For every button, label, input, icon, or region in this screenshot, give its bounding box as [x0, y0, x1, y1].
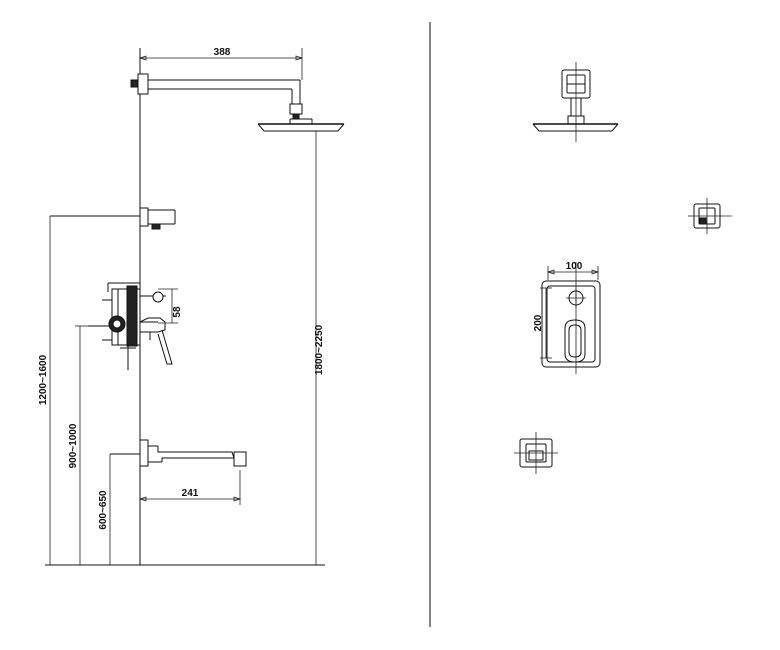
front-view: 100 200: [514, 62, 732, 474]
front-bath-spout: [514, 432, 558, 474]
dimension-arm-length: 388: [138, 47, 304, 80]
front-shower-head: [532, 62, 619, 142]
spout-height-label: 600~650: [98, 490, 109, 530]
front-hand-shower-holder: [688, 198, 732, 234]
dimension-mixer-height: 1200~1600: [38, 216, 51, 565]
front-mixer-plate: [541, 262, 601, 374]
dimension-plate-height: 200: [533, 287, 552, 359]
dimension-hand-shower-height: 900~1000: [68, 325, 88, 565]
dimension-spout-height: 600~650: [98, 454, 111, 565]
bath-spout: [110, 439, 247, 467]
hand-shower-holder: [50, 207, 176, 230]
shower-head: [257, 118, 345, 132]
dimension-plate-width: 100: [546, 261, 600, 280]
side-view: 388 1800~2250 1200~1600: [38, 47, 345, 566]
plate-width-label: 100: [566, 261, 583, 272]
dimension-shower-height: 1800~2250: [314, 131, 325, 565]
mixer-body: [88, 282, 141, 370]
control-offset-label: 58: [172, 306, 183, 318]
mixer-height-label: 1200~1600: [38, 354, 49, 405]
spout-length-label: 241: [182, 488, 199, 499]
plate-height-label: 200: [533, 314, 544, 331]
mixer-handle: 58: [139, 288, 183, 365]
arm-length-label: 388: [214, 47, 231, 58]
hand-shower-height-label: 900~1000: [68, 423, 79, 468]
dimension-spout-length: 241: [138, 470, 242, 505]
shower-arm: [130, 73, 303, 120]
shower-height-label: 1800~2250: [314, 324, 325, 375]
